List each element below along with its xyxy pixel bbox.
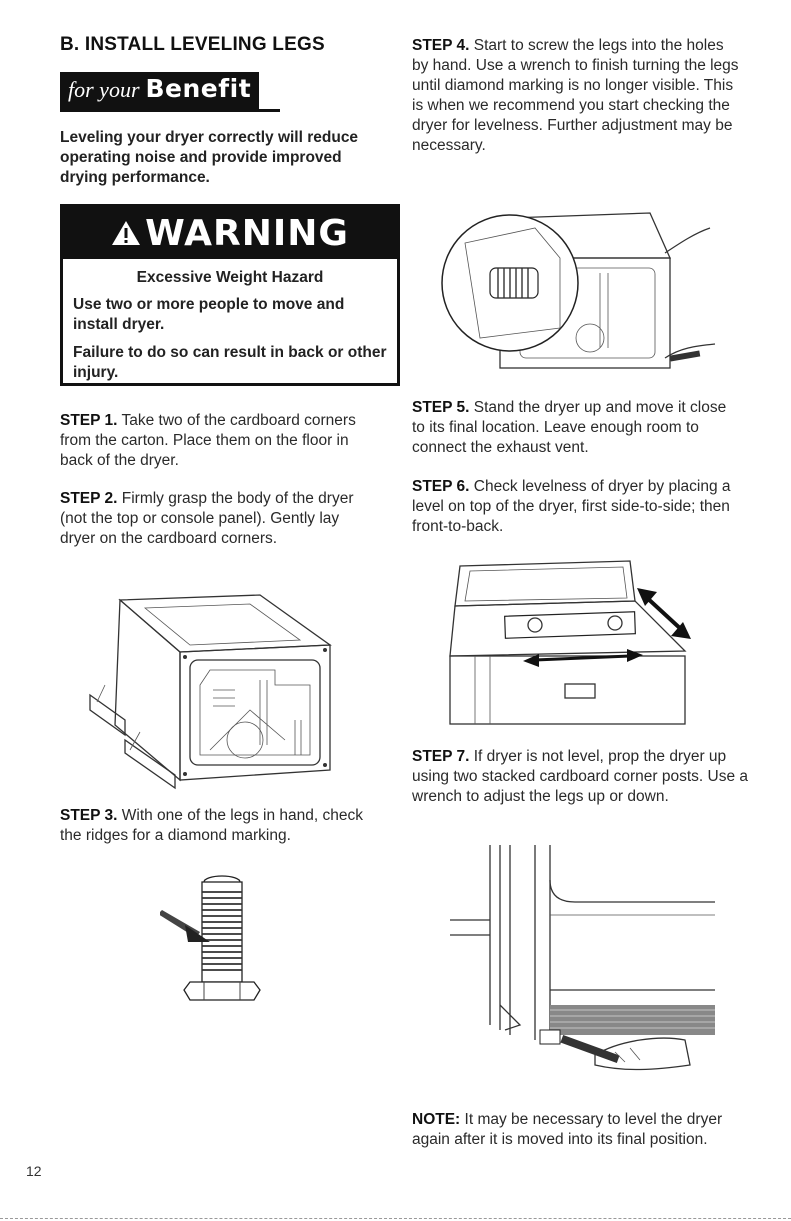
benefit-label-bold: Benefit [145, 74, 252, 103]
warning-line-2: Failure to do so can result in back or o… [73, 344, 387, 381]
warning-title: Excessive Weight Hazard [136, 269, 324, 286]
step-1-text: Take two of the cardboard corners from t… [60, 412, 356, 469]
step-3-text: With one of the legs in hand, check the … [60, 807, 364, 844]
step-6-text: Check levelness of dryer by placing a le… [412, 478, 731, 535]
step-7-text: If dryer is not level, prop the dryer up… [412, 748, 749, 805]
leveling-leg-illustration [160, 875, 261, 1001]
step-1-label: STEP 1. [60, 412, 118, 429]
benefit-underline [60, 109, 280, 112]
step-3: STEP 3. With one of the legs in hand, ch… [60, 806, 380, 846]
note: NOTE: It may be necessary to level the d… [412, 1110, 742, 1150]
step-4: STEP 4. Start to screw the legs into the… [412, 36, 742, 156]
wrench-adjust-illustration [450, 845, 715, 1071]
step-2-text: Firmly grasp the body of the dryer (not … [60, 490, 354, 547]
step-6: STEP 6. Check levelness of dryer by plac… [412, 477, 742, 537]
benefit-text: Leveling your dryer correctly will reduc… [60, 129, 359, 186]
warning-heading: WARNING [145, 212, 349, 254]
step-5: STEP 5. Stand the dryer up and move it c… [412, 398, 742, 458]
note-label: NOTE: [412, 1111, 461, 1128]
installing-legs-illustration [441, 212, 716, 369]
page-number: 12 [26, 1163, 42, 1179]
step-5-label: STEP 5. [412, 399, 470, 416]
step-6-label: STEP 6. [412, 478, 470, 495]
step-2-label: STEP 2. [60, 490, 118, 507]
section-title: B. INSTALL LEVELING LEGS [60, 34, 325, 55]
warning-header: WARNING [63, 207, 397, 259]
step-3-label: STEP 3. [60, 807, 118, 824]
step-4-label: STEP 4. [412, 37, 470, 54]
step-1: STEP 1. Take two of the cardboard corner… [60, 411, 370, 471]
level-check-illustration [449, 560, 691, 725]
step-4-text: Start to screw the legs into the holes b… [412, 37, 739, 154]
step-7-label: STEP 7. [412, 748, 470, 765]
dryer-on-corners-illustration [89, 594, 332, 790]
benefit-label-italic: for your [68, 77, 140, 102]
step-7: STEP 7. If dryer is not level, prop the … [412, 747, 752, 807]
note-text: It may be necessary to level the dryer a… [412, 1111, 723, 1148]
warning-box: WARNING Excessive Weight Hazard Use two … [60, 204, 400, 386]
step-5-text: Stand the dryer up and move it close to … [412, 399, 727, 456]
warning-line-1: Use two or more people to move and insta… [73, 296, 345, 333]
benefit-banner: for your Benefit [60, 72, 280, 112]
bottom-rule [0, 1218, 791, 1219]
warning-triangle-icon [112, 221, 141, 245]
step-2: STEP 2. Firmly grasp the body of the dry… [60, 489, 370, 549]
